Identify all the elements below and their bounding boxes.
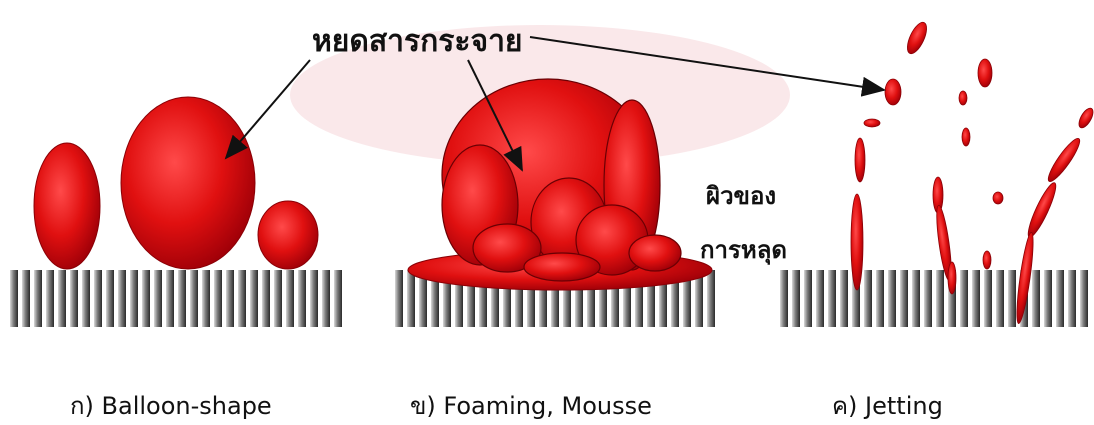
surface-bar: [936, 270, 944, 327]
surface-bar: [58, 270, 66, 327]
side-label-line2: การหลุด: [700, 230, 787, 269]
caption-jetting: ค) Jetting: [832, 386, 943, 425]
jet-drop: [885, 79, 901, 105]
surface-bar: [395, 270, 403, 327]
surface-bar: [118, 270, 126, 327]
jet-drop: [983, 251, 991, 269]
jet-drop: [1044, 135, 1084, 184]
surface-bar: [310, 270, 318, 327]
jet-drop: [978, 59, 992, 87]
callout-label: หยดสารกระจาย: [312, 18, 523, 65]
side-label-line1: ผิวของ: [706, 176, 776, 215]
surface-bar: [142, 270, 150, 327]
jet-drop: [864, 119, 880, 127]
surface-bar: [1044, 270, 1052, 327]
surface-bar: [334, 270, 342, 327]
surface-bar: [286, 270, 294, 327]
jet-stream: [948, 262, 956, 294]
surface-bar: [840, 270, 848, 327]
jet-drop: [855, 138, 865, 182]
jet-drop-top: [903, 20, 930, 57]
surface-bar: [876, 270, 884, 327]
surface-bar: [792, 270, 800, 327]
droplet-large-balloon: [121, 97, 255, 269]
surface-bar: [274, 270, 282, 327]
bars-panel-a: [10, 270, 342, 327]
surface-bar: [154, 270, 162, 327]
droplet-small-right: [258, 201, 318, 269]
surface-bar: [1056, 270, 1064, 327]
surface-bar: [960, 270, 968, 327]
surface-bar: [190, 270, 198, 327]
surface-bar: [34, 270, 42, 327]
surface-bar: [298, 270, 306, 327]
surface-bar: [996, 270, 1004, 327]
surface-bar: [166, 270, 174, 327]
droplet-small-left: [34, 143, 100, 269]
surface-bar: [984, 270, 992, 327]
surface-bar: [407, 270, 415, 327]
panel-a-droplets: [34, 97, 318, 269]
surface-bar: [707, 270, 715, 327]
surface-bar: [262, 270, 270, 327]
surface-bar: [106, 270, 114, 327]
jet-drop: [1076, 106, 1094, 130]
jet-drop: [993, 192, 1003, 204]
jet-stream: [851, 194, 863, 290]
surface-bar: [828, 270, 836, 327]
jet-drop: [962, 128, 970, 146]
surface-bar: [972, 270, 980, 327]
surface-bar: [22, 270, 30, 327]
caption-foaming-mousse: ข) Foaming, Mousse: [410, 386, 652, 425]
surface-bar: [70, 270, 78, 327]
surface-bar: [924, 270, 932, 327]
surface-bar: [804, 270, 812, 327]
surface-bar: [900, 270, 908, 327]
surface-bar: [864, 270, 872, 327]
surface-bar: [1032, 270, 1040, 327]
foam-bottom-right: [629, 235, 681, 271]
surface-bar: [816, 270, 824, 327]
surface-bar: [780, 270, 788, 327]
surface-bar: [226, 270, 234, 327]
surface-bar: [202, 270, 210, 327]
surface-bar: [250, 270, 258, 327]
surface-bar: [238, 270, 246, 327]
surface-bar: [1008, 270, 1016, 327]
surface-bar: [322, 270, 330, 327]
surface-bar: [888, 270, 896, 327]
foam-bottom-mid: [524, 253, 600, 281]
surface-bar: [82, 270, 90, 327]
surface-bar: [94, 270, 102, 327]
surface-bar: [178, 270, 186, 327]
surface-bar: [1080, 270, 1088, 327]
surface-bar: [912, 270, 920, 327]
surface-bar: [214, 270, 222, 327]
caption-balloon-shape: ก) Balloon-shape: [70, 386, 272, 425]
bars-panel-c: [780, 270, 1088, 327]
jet-drop: [959, 91, 967, 105]
surface-bar: [130, 270, 138, 327]
surface-bar: [10, 270, 18, 327]
surface-bar: [46, 270, 54, 327]
jet-drop: [1024, 180, 1060, 239]
surface-bar: [1068, 270, 1076, 327]
